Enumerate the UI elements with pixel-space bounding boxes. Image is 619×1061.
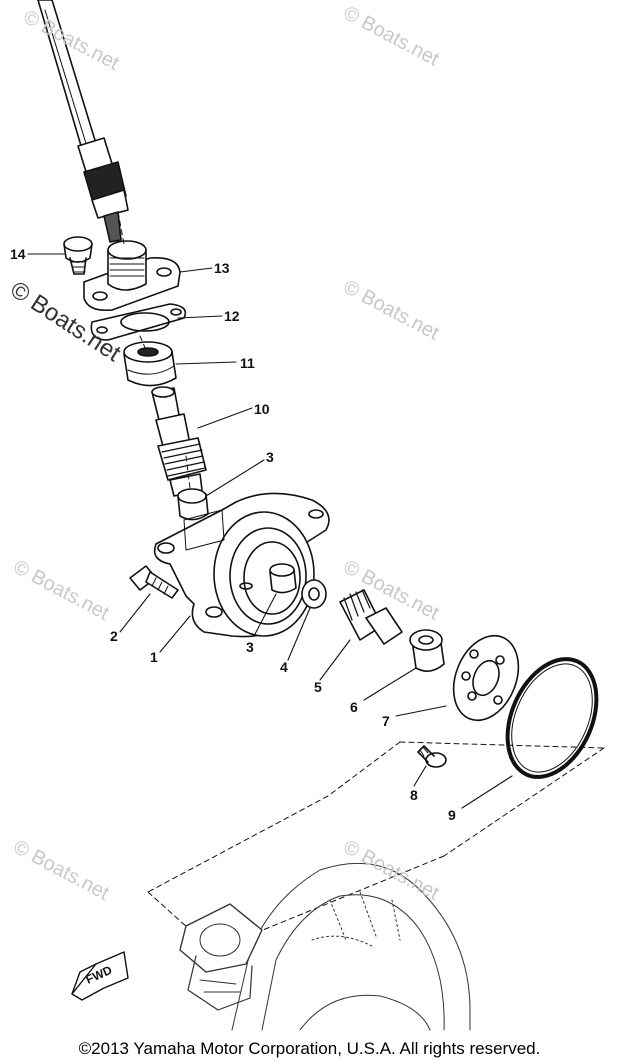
part-2-bolt	[129, 565, 179, 599]
part-13-flange	[83, 240, 181, 312]
speedometer-cable	[37, 0, 129, 243]
callout-5: 5	[314, 679, 322, 695]
fwd-arrow-icon	[71, 951, 129, 1001]
callout-9: 9	[448, 807, 456, 823]
callout-3-lower: 3	[246, 639, 254, 655]
callout-14: 14	[10, 246, 26, 262]
callout-12: 12	[224, 308, 240, 324]
part-10-gear-shaft	[151, 386, 207, 497]
part-9-o-ring	[505, 657, 599, 779]
callout-4: 4	[280, 659, 288, 675]
lower-case-housing	[179, 862, 471, 1031]
callout-6: 6	[350, 699, 358, 715]
callout-10: 10	[254, 401, 270, 417]
part-8-screw	[417, 745, 447, 768]
part-11-bushing	[123, 341, 177, 387]
callout-13: 13	[214, 260, 230, 276]
part-1-housing	[153, 492, 330, 638]
callout-1: 1	[150, 649, 158, 665]
callout-11: 11	[240, 355, 255, 371]
part-14-screw	[63, 236, 93, 275]
part-4-washer	[301, 579, 327, 609]
part-5-drive-gear	[339, 589, 403, 645]
callout-3-upper: 3	[266, 449, 274, 465]
callout-8: 8	[410, 787, 418, 803]
leader-lines	[27, 253, 513, 809]
part-6-seal	[409, 629, 445, 672]
callout-2: 2	[110, 628, 118, 644]
part-7-plate	[452, 634, 520, 722]
callout-7: 7	[382, 713, 390, 729]
copyright-notice: ©2013 Yamaha Motor Corporation, U.S.A. A…	[78, 1039, 541, 1058]
